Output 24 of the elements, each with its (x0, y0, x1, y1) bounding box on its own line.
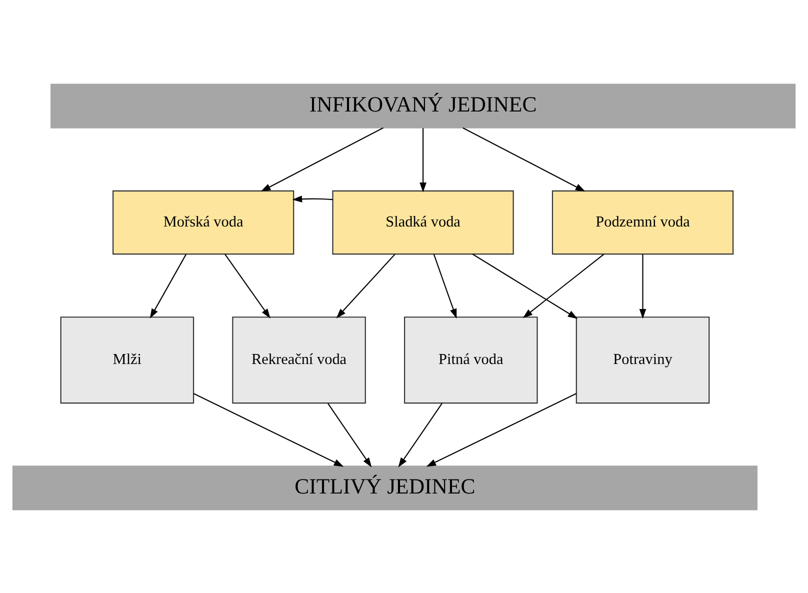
arrow (327, 402, 372, 467)
arrow (472, 253, 578, 318)
arrow (522, 253, 604, 318)
node-box: Sladká voda (332, 190, 514, 254)
arrow (224, 254, 270, 318)
node-box: Podzemní voda (552, 190, 734, 254)
arrow (292, 195, 333, 202)
node-box: Mořská voda (112, 190, 294, 254)
arrow (260, 126, 384, 192)
node-box: Potraviny (576, 316, 710, 404)
node-box: Mlži (60, 316, 194, 404)
arrow (398, 402, 442, 467)
arrow (150, 254, 187, 318)
node-box: INFIKOVANÝ JEDINEC (50, 83, 796, 128)
arrow (336, 253, 396, 318)
node-box: Pitná voda (404, 316, 538, 404)
arrow (193, 392, 344, 466)
arrow (433, 254, 457, 318)
arrow (462, 126, 586, 192)
arrow (426, 392, 577, 466)
arrow (639, 254, 646, 318)
arrow (420, 128, 426, 192)
node-box: Rekreační voda (232, 316, 366, 404)
node-box: CITLIVÝ JEDINEC (12, 465, 758, 510)
